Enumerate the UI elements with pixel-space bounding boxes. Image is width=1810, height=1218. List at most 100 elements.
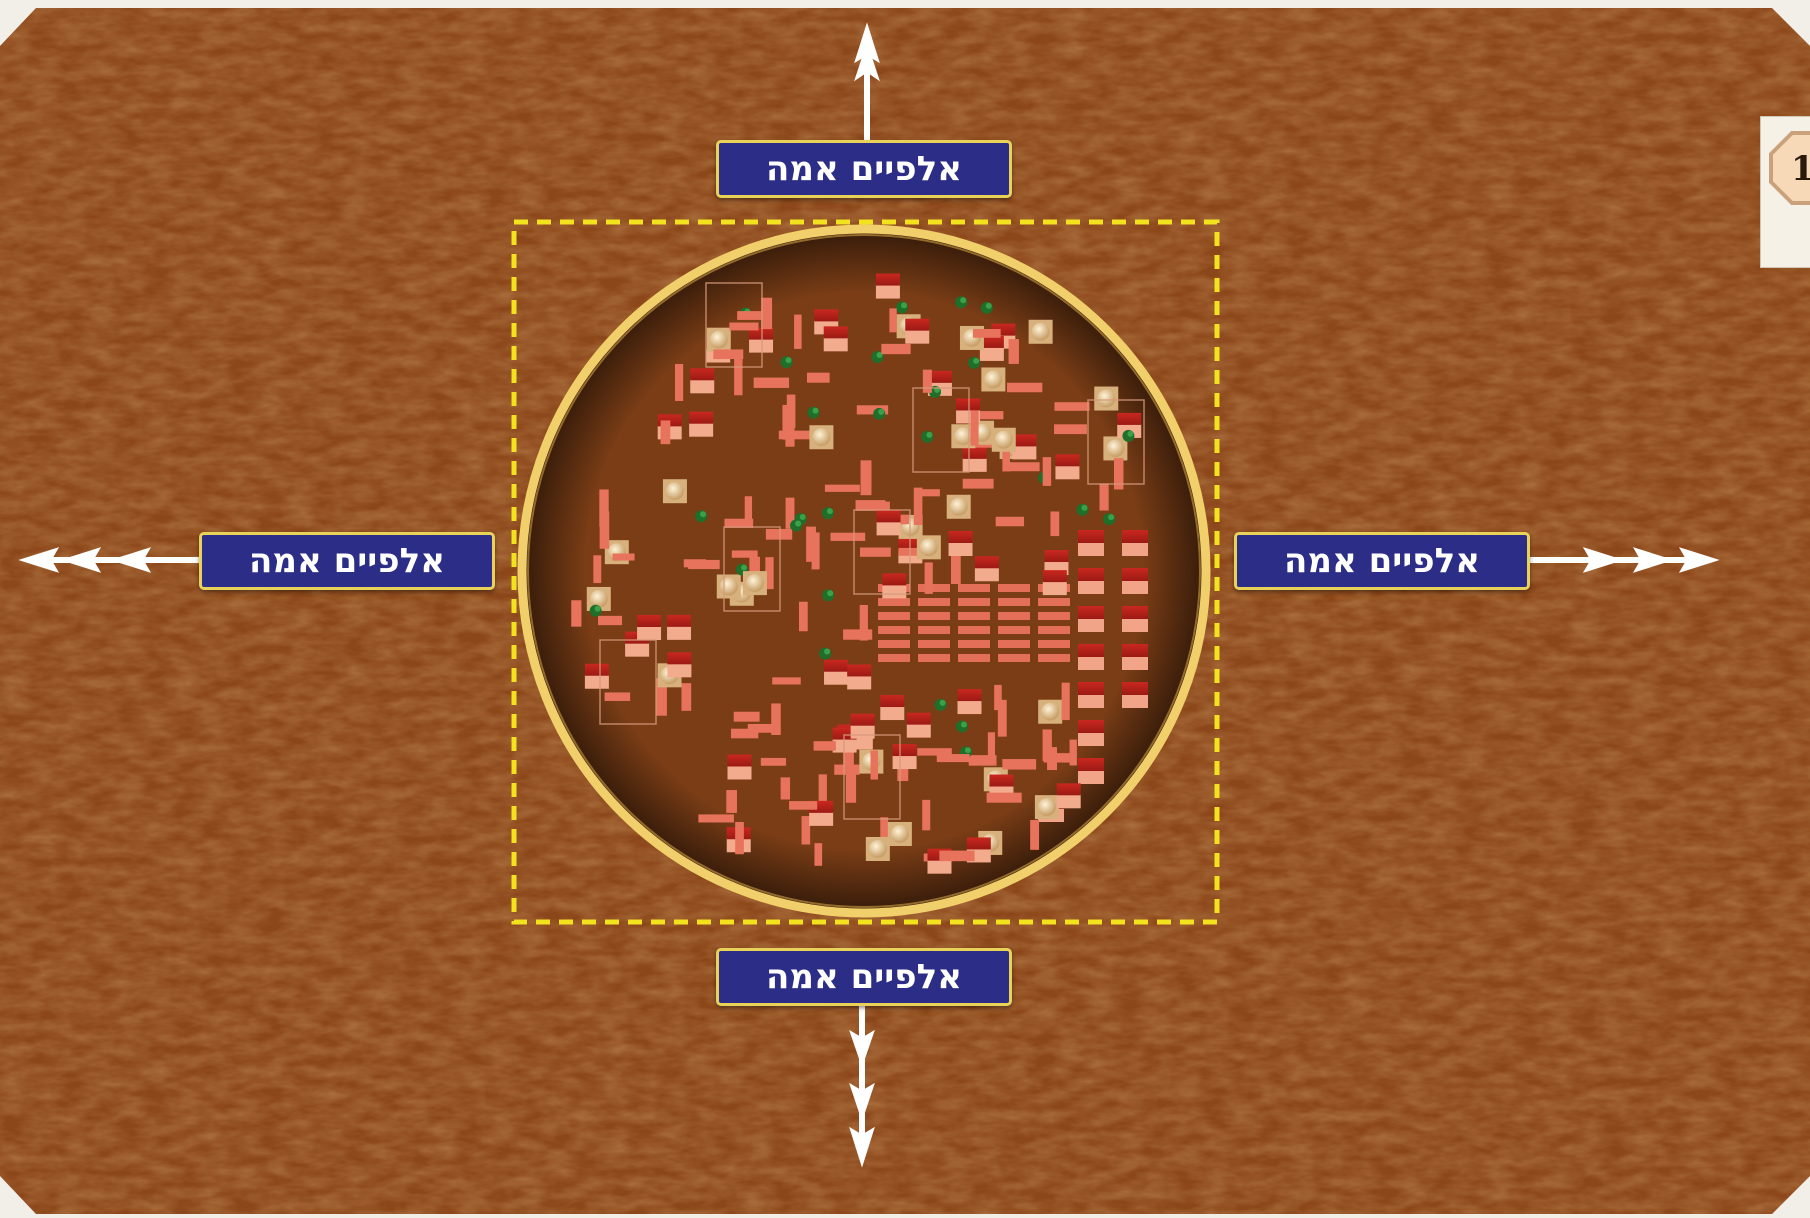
building	[698, 814, 734, 823]
house-wall	[927, 859, 952, 874]
house-roof	[584, 663, 609, 676]
house-wall	[847, 675, 872, 690]
building	[780, 777, 791, 800]
courtyard-outline	[1087, 399, 1145, 485]
arrow-north	[854, 22, 880, 140]
house-roof	[847, 664, 872, 677]
house-roof	[637, 615, 662, 628]
tree-highlight	[876, 352, 883, 359]
building	[1054, 424, 1087, 435]
house-wall	[584, 674, 609, 689]
building	[916, 489, 940, 497]
house-roof	[875, 273, 900, 286]
building	[593, 555, 602, 584]
market-stall	[878, 598, 910, 606]
house-wall	[689, 422, 714, 437]
building	[843, 629, 873, 640]
building	[760, 757, 787, 766]
dome	[868, 839, 887, 858]
house-roof	[957, 689, 982, 702]
arrow-west	[18, 547, 199, 573]
house-wall	[1078, 580, 1104, 594]
building	[598, 615, 623, 626]
dome	[984, 370, 1003, 389]
building	[1042, 457, 1052, 486]
building	[782, 404, 790, 440]
arrow-south	[849, 1006, 875, 1168]
building	[845, 765, 857, 803]
house-roof	[927, 370, 952, 383]
house-wall	[974, 567, 999, 582]
tree-highlight	[799, 513, 806, 520]
building	[859, 604, 868, 641]
building	[771, 703, 781, 735]
market-stall	[1038, 654, 1070, 662]
building	[1006, 462, 1040, 472]
building	[987, 732, 996, 763]
house-roof	[1078, 720, 1104, 733]
house-roof	[727, 754, 752, 767]
building	[753, 377, 790, 388]
house-roof	[1078, 644, 1104, 657]
building	[917, 748, 952, 756]
building	[772, 677, 801, 685]
market-stall	[998, 640, 1030, 648]
house-roof	[1055, 454, 1080, 467]
city-wall	[517, 224, 1211, 918]
tree-highlight	[960, 721, 967, 728]
building	[599, 489, 609, 527]
city-wall-inner-line	[527, 234, 1201, 908]
building	[1054, 402, 1090, 411]
house-wall	[1122, 542, 1148, 556]
house-wall	[1078, 694, 1104, 708]
market-stall	[998, 584, 1030, 592]
market-stall	[998, 654, 1030, 662]
dome	[919, 538, 938, 557]
house-roof	[832, 727, 857, 740]
house-wall	[1055, 465, 1080, 480]
tree-highlight	[985, 302, 992, 309]
market-stall	[998, 612, 1030, 620]
tree-highlight	[594, 605, 601, 612]
house-wall	[625, 642, 650, 657]
building	[744, 496, 753, 519]
house-wall	[1122, 618, 1148, 632]
building	[813, 741, 836, 751]
building	[968, 755, 997, 766]
house-wall	[1078, 732, 1104, 746]
tree-highlight	[878, 408, 885, 415]
house-roof	[1078, 568, 1104, 581]
building	[994, 684, 1002, 711]
tree-highlight	[812, 407, 819, 414]
building	[674, 364, 684, 401]
dome	[665, 482, 684, 501]
building	[1008, 339, 1019, 364]
building	[922, 799, 931, 831]
building	[778, 430, 813, 440]
dome	[954, 427, 973, 446]
building	[870, 750, 878, 780]
building	[806, 372, 830, 383]
building	[801, 816, 811, 845]
tree-highlight	[740, 564, 747, 571]
tree-highlight	[824, 648, 831, 655]
house-roof	[979, 335, 1004, 348]
building	[749, 556, 760, 585]
house-roof	[882, 573, 907, 586]
building	[713, 349, 744, 360]
building	[855, 500, 886, 511]
tree-highlight	[939, 699, 946, 706]
building	[962, 478, 994, 489]
dome	[1097, 389, 1116, 408]
dome	[1037, 798, 1056, 817]
dome	[1106, 439, 1125, 458]
building	[824, 484, 860, 492]
boundary-label-west: אלפיים אמה	[199, 532, 495, 590]
house-wall	[905, 329, 930, 344]
market-stall	[878, 640, 910, 648]
house-wall	[749, 338, 774, 353]
house-wall	[1122, 580, 1148, 594]
market-stall	[918, 626, 950, 634]
building	[973, 328, 1001, 338]
